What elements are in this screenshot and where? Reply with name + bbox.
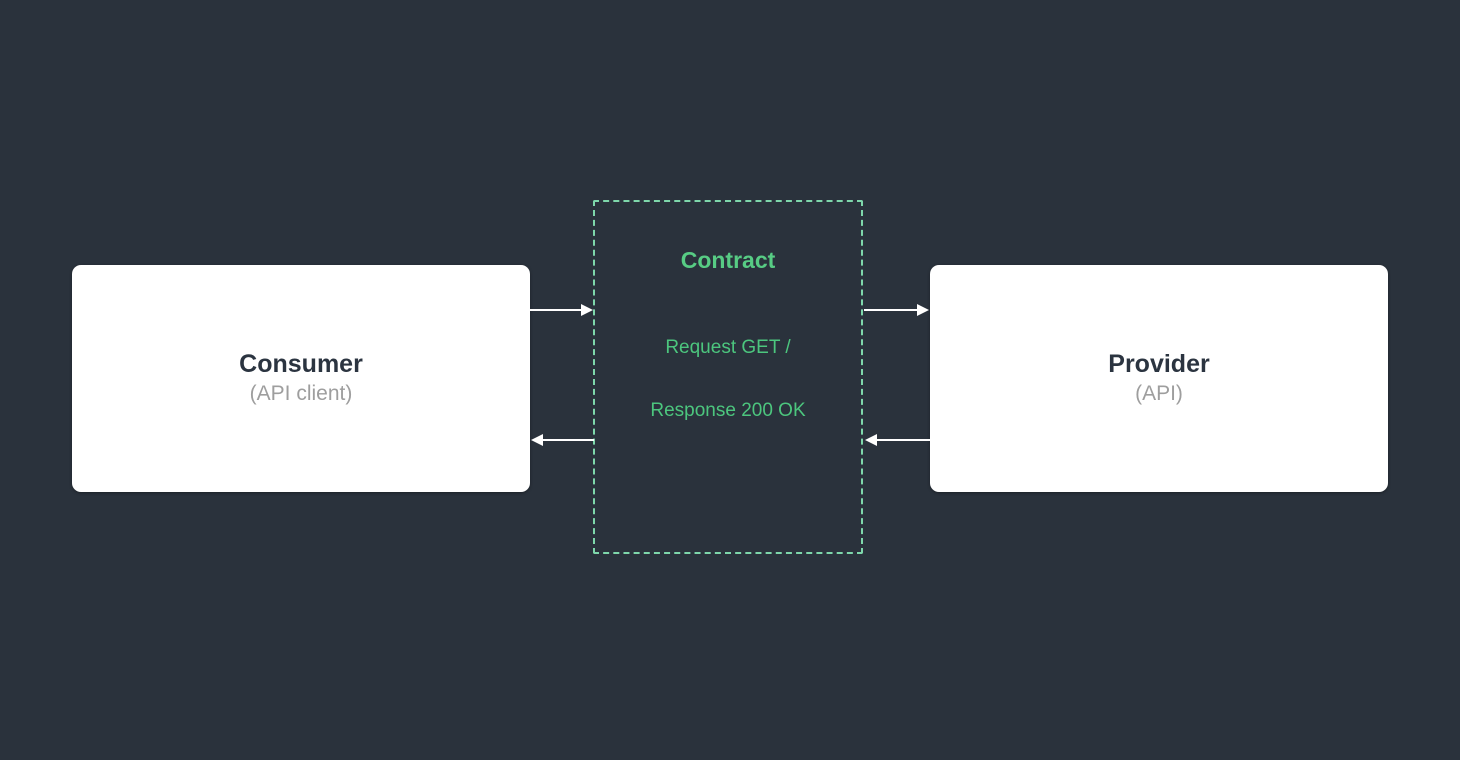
contract-request-line: Request GET / bbox=[665, 337, 791, 358]
contract-node: Contract Request GET / Response 200 OK bbox=[593, 200, 863, 554]
consumer-title: Consumer bbox=[239, 349, 363, 378]
provider-node: Provider (API) bbox=[930, 265, 1388, 492]
consumer-subtitle: (API client) bbox=[249, 381, 353, 405]
provider-subtitle: (API) bbox=[1135, 381, 1183, 405]
consumer-node: Consumer (API client) bbox=[72, 265, 530, 492]
arrow-right-icon bbox=[864, 304, 929, 316]
provider-title: Provider bbox=[1108, 349, 1210, 378]
contract-title: Contract bbox=[680, 247, 776, 273]
arrow-left-icon bbox=[531, 434, 594, 446]
arrow-right-icon bbox=[530, 304, 593, 316]
arrow-left-icon bbox=[865, 434, 930, 446]
contract-response-line: Response 200 OK bbox=[650, 400, 806, 421]
